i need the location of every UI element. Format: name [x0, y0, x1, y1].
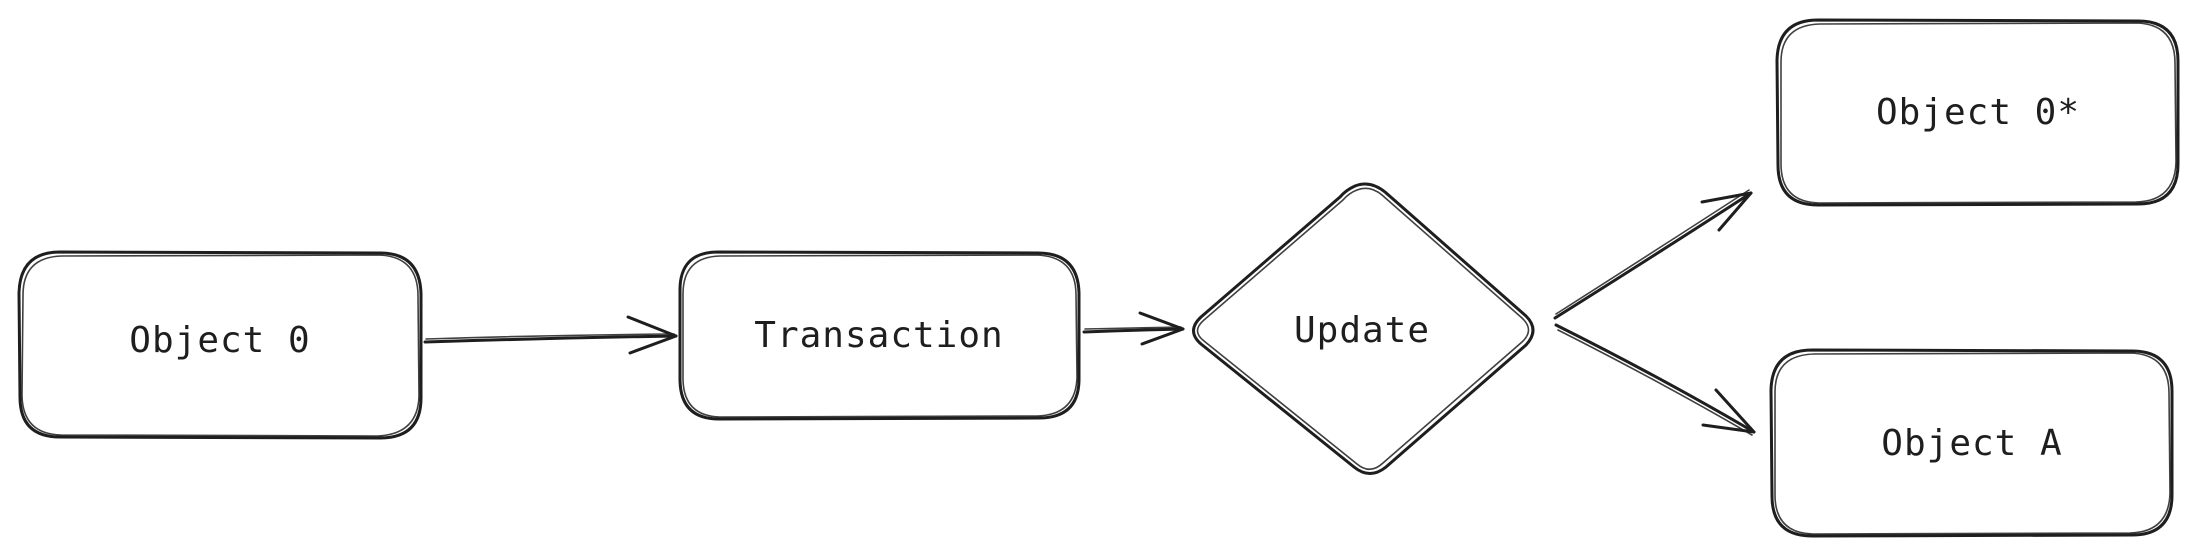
node-transaction-label: Transaction	[754, 315, 1003, 356]
node-object-a[interactable]: Object A	[1769, 348, 2174, 538]
node-object-a-label: Object A	[1881, 423, 2062, 464]
node-object-0-label: Object 0	[129, 320, 310, 361]
node-object-0-star[interactable]: Object 0*	[1775, 18, 2180, 207]
node-update[interactable]: Update	[1192, 182, 1535, 475]
node-update-label: Update	[1294, 310, 1430, 351]
arrow-transaction-to-update	[1082, 311, 1185, 346]
node-object-0[interactable]: Object 0	[17, 250, 423, 440]
arrow-update-to-object-a	[1554, 323, 1756, 436]
node-object-0-star-label: Object 0*	[1876, 92, 2080, 133]
arrow-update-to-object-0-star	[1553, 189, 1753, 320]
node-transaction[interactable]: Transaction	[678, 250, 1081, 421]
arrow-object-0-to-transaction	[423, 315, 678, 355]
